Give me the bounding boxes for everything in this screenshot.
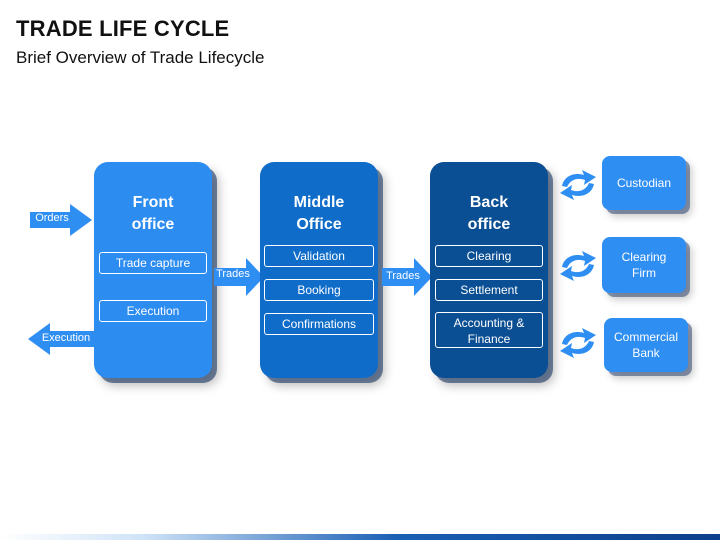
arrow-left-icon — [28, 323, 94, 355]
confirmations-step: Confirmations — [264, 313, 374, 335]
exchange-arrows-icon — [560, 251, 596, 281]
trades-arrow-front-to-middle: Trades — [214, 258, 264, 296]
execution-label: Execution — [41, 332, 91, 344]
arrow-right-icon — [30, 204, 92, 236]
custodian-box: Custodian — [602, 156, 686, 210]
middle-office-panel: Middle Office Validation Booking Confirm… — [260, 162, 378, 378]
arrow-right-icon — [214, 258, 264, 296]
footer-accent-bar — [0, 534, 720, 540]
front-office-panel: Front office Trade capture Execution — [94, 162, 212, 378]
accounting-finance-step: Accounting & Finance — [435, 312, 543, 348]
trades-arrow-middle-to-back: Trades — [382, 258, 432, 296]
clearing-firm-box: Clearing Firm — [602, 237, 686, 293]
page-title: TRADE LIFE CYCLE — [16, 16, 230, 41]
trade-capture-step: Trade capture — [99, 252, 207, 274]
middle-office-heading: Middle Office — [293, 194, 345, 233]
back-office-heading: Back office — [467, 194, 511, 233]
execution-arrow: Execution — [28, 323, 94, 355]
page-subtitle: Brief Overview of Trade Lifecycle — [16, 48, 265, 67]
booking-step: Booking — [264, 279, 374, 301]
settlement-step: Settlement — [435, 279, 543, 301]
back-office-panel: Back office Clearing Settlement Accounti… — [430, 162, 548, 378]
clearing-firm-exchange — [558, 249, 598, 283]
trades-label-1: Trades — [216, 268, 250, 280]
execution-step: Execution — [99, 300, 207, 322]
orders-label: Orders — [35, 212, 69, 224]
exchange-arrows-icon — [560, 170, 596, 200]
custodian-exchange — [558, 168, 598, 202]
front-office-heading: Front office — [131, 194, 175, 233]
orders-arrow: Orders — [30, 204, 92, 236]
exchange-arrows-icon — [560, 328, 596, 358]
trades-label-2: Trades — [386, 270, 420, 282]
commercial-bank-exchange — [558, 326, 598, 360]
arrow-right-icon — [382, 258, 432, 296]
commercial-bank-box: Commercial Bank — [604, 318, 688, 372]
clearing-step: Clearing — [435, 245, 543, 267]
validation-step: Validation — [264, 245, 374, 267]
